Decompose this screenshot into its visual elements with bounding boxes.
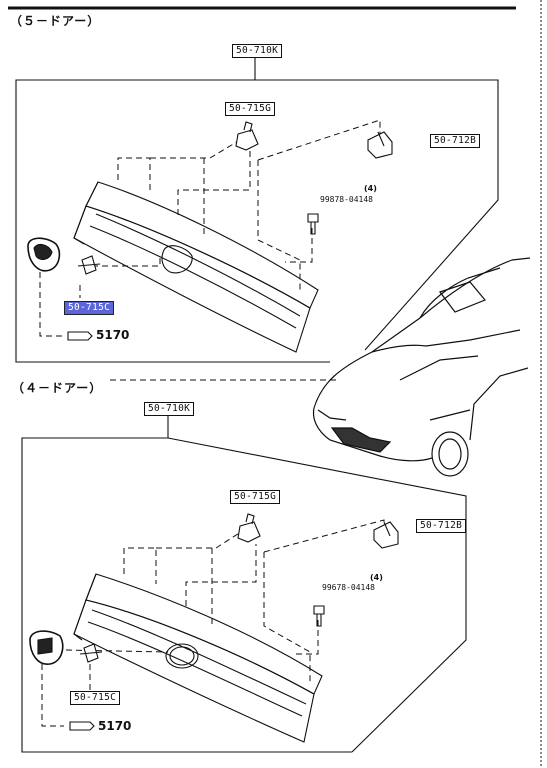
leader-lines-5door	[39, 119, 381, 337]
screw-4door	[313, 605, 325, 627]
header-5door: （５－ドアー）	[10, 14, 101, 28]
part-label-50-715c-4door[interactable]: 50-715C	[70, 691, 121, 705]
bracket-5door	[367, 131, 393, 159]
grille-5door	[73, 181, 319, 353]
emblem-5door	[27, 237, 61, 272]
screw-part-number-5door: 99878-04148	[320, 195, 373, 204]
holder-5door	[77, 255, 101, 275]
emblem-4door	[29, 630, 64, 665]
screw-5door	[307, 213, 319, 235]
header-4door: （４－ドアー）	[12, 381, 103, 395]
part-label-50-710k-5door[interactable]: 50-710K	[232, 44, 283, 58]
part-label-50-712b-5door[interactable]: 50-712B	[430, 134, 481, 148]
leader-lines-4door	[41, 519, 385, 727]
screw-part-number-4door: 99678-04148	[322, 583, 375, 592]
part-label-50-710k-4door[interactable]: 50-710K	[144, 402, 195, 416]
clip-4door	[237, 513, 261, 543]
clip-5door	[235, 121, 259, 151]
part-label-50-715c-5door[interactable]: 50-715C	[64, 301, 115, 315]
grille-4door	[73, 573, 323, 743]
screw-qty-5door: (4)	[364, 184, 377, 193]
screw-qty-4door: (4)	[370, 573, 383, 582]
bracket-4door	[373, 521, 399, 549]
part-label-50-715g-5door[interactable]: 50-715G	[225, 102, 276, 116]
frame-4door	[21, 412, 352, 753]
reference-5170-4door[interactable]: 5170	[98, 719, 132, 733]
part-label-50-712b-4door[interactable]: 50-712B	[416, 519, 467, 533]
frame-5door	[15, 56, 330, 363]
holder-4door	[79, 643, 103, 663]
reference-5170-5door[interactable]: 5170	[96, 328, 130, 342]
car-silhouette	[312, 257, 531, 477]
part-label-50-715g-4door[interactable]: 50-715G	[230, 490, 281, 504]
ref-arrow-4door	[69, 721, 95, 731]
ref-arrow-5door	[67, 331, 93, 341]
